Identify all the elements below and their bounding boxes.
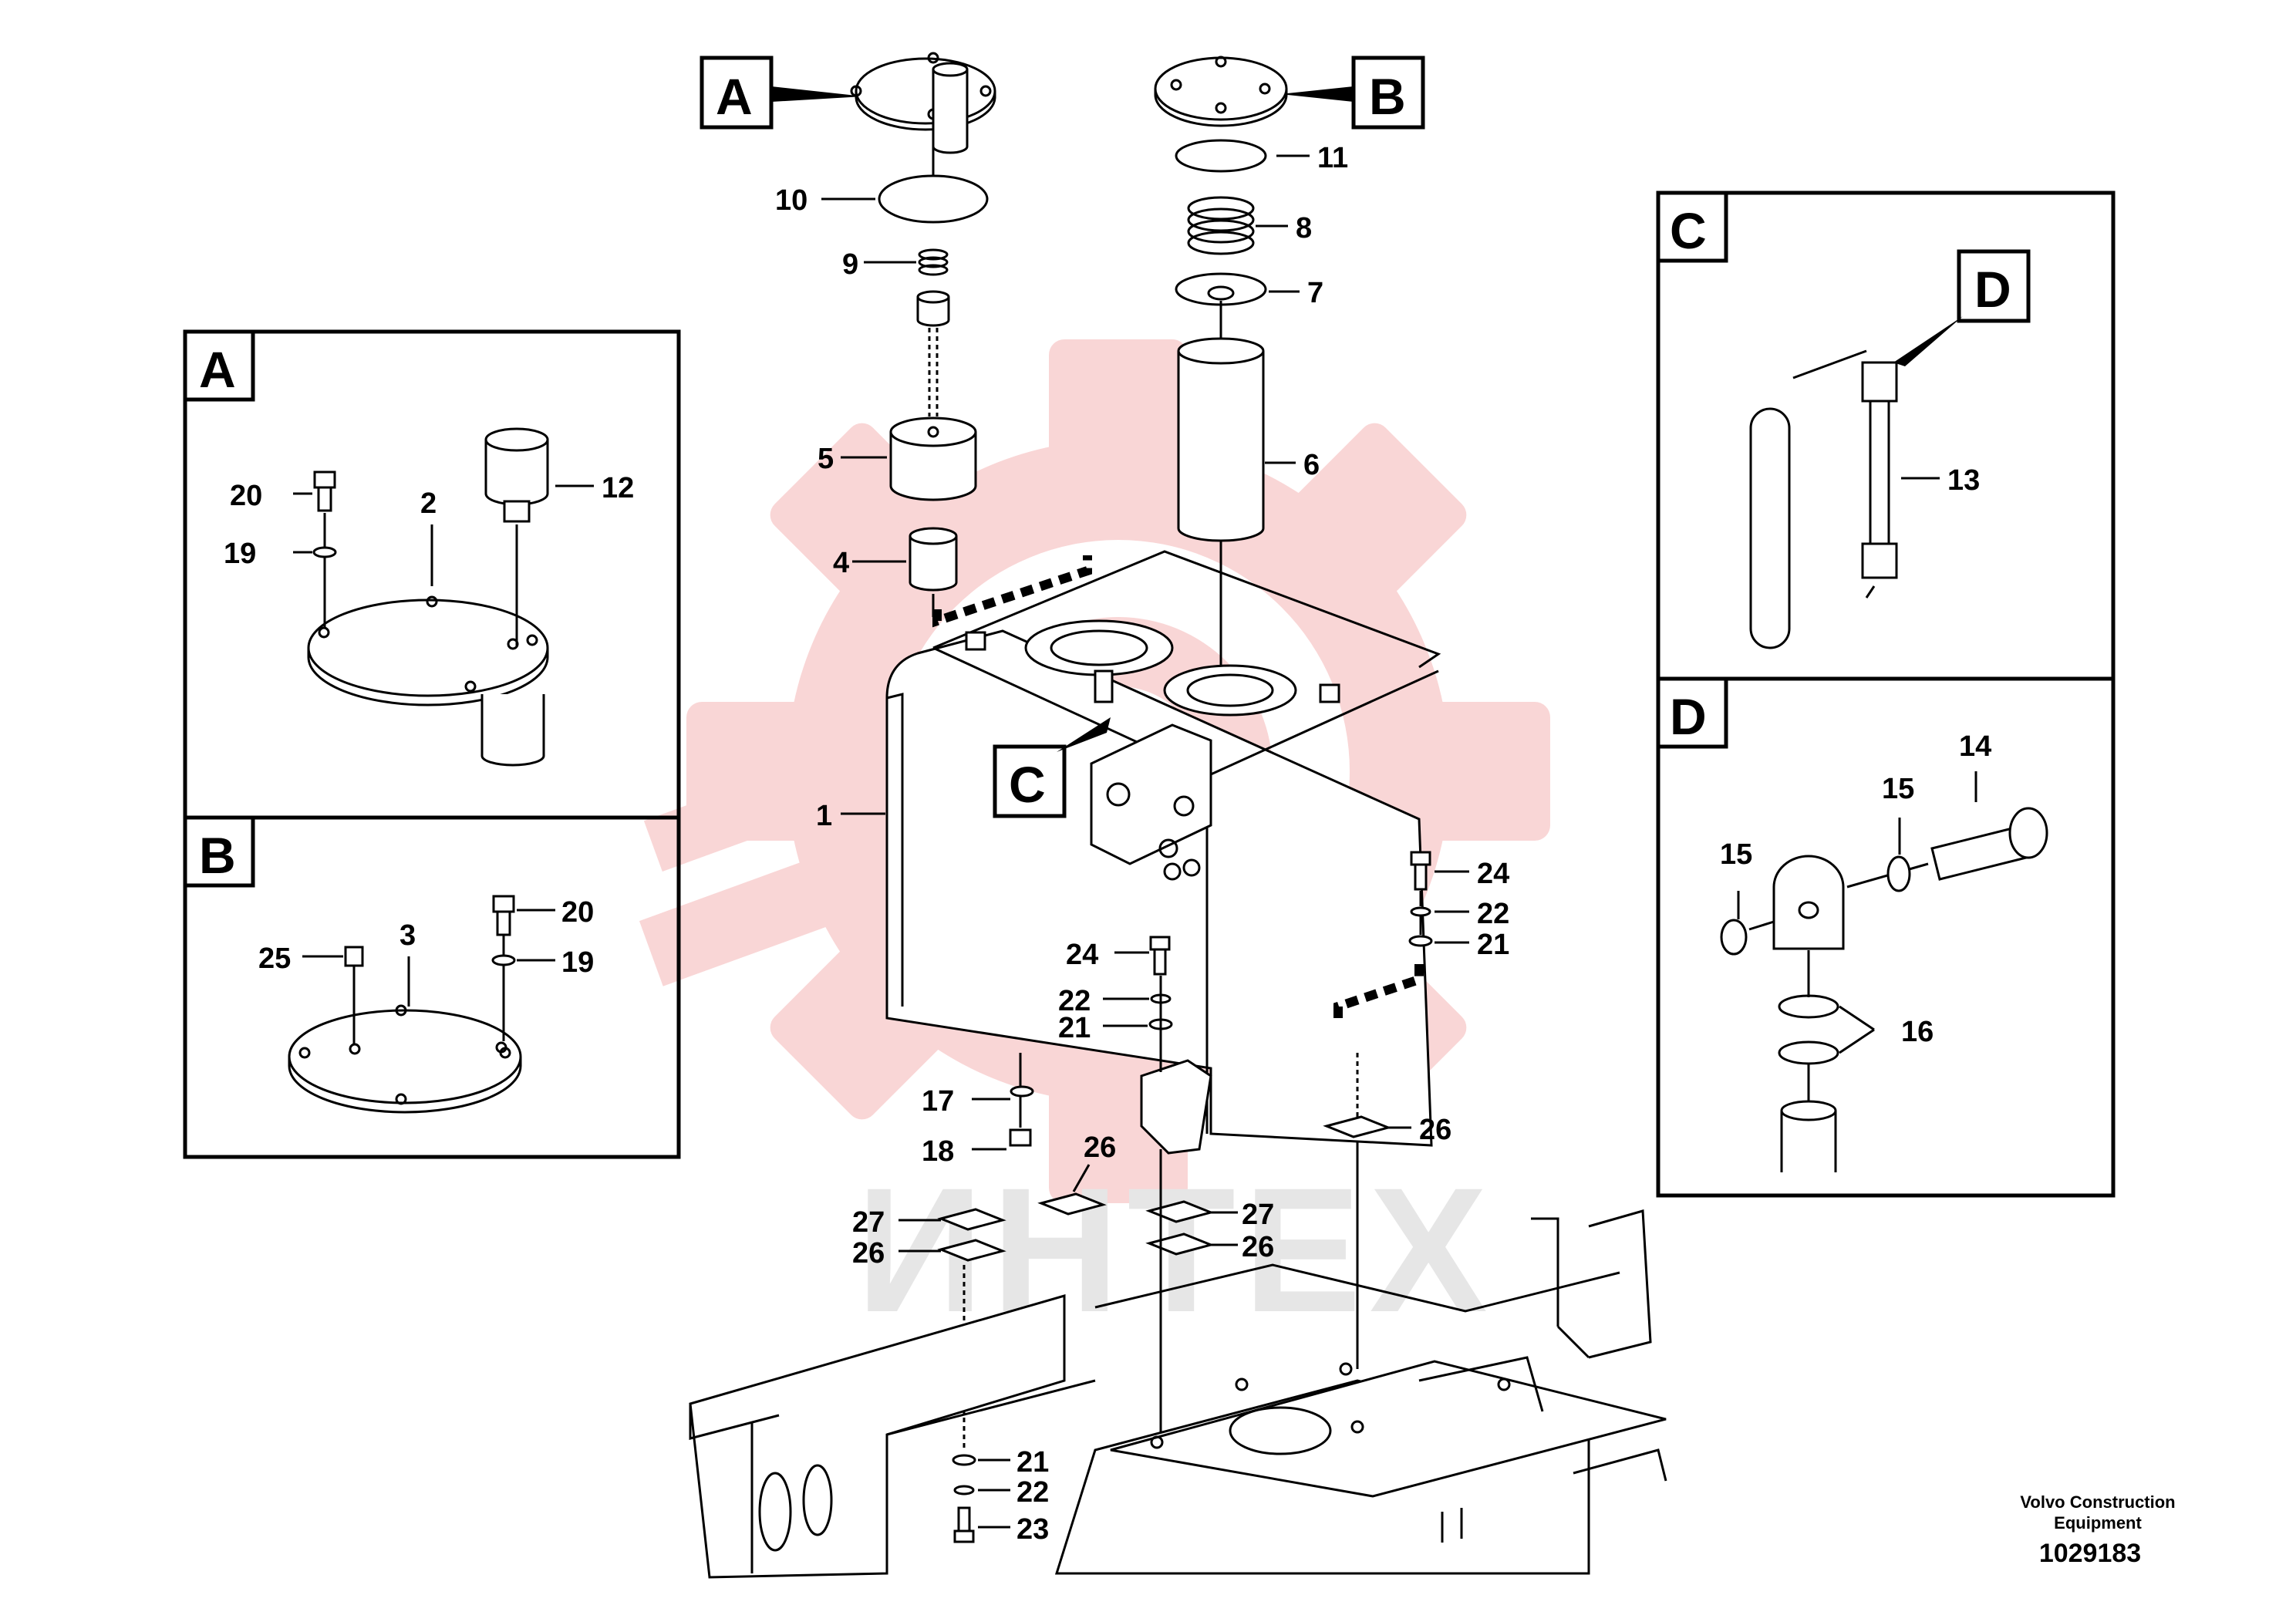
callout-27-left: 27: [852, 1206, 885, 1239]
callout-24-right: 24: [1477, 858, 1509, 890]
callout-5: 5: [818, 443, 834, 475]
callout-18: 18: [922, 1135, 954, 1168]
callout-6: 6: [1303, 449, 1320, 481]
view-arrow-b-label: B: [1369, 68, 1406, 125]
callout-11: 11: [1317, 142, 1348, 174]
callout-26-left: 26: [852, 1237, 885, 1270]
callout-12: 12: [602, 472, 634, 504]
detail-box-b-label: B: [199, 827, 236, 884]
right-filter-stack: 11 8 7 6: [1154, 56, 1348, 675]
company-name-line1: Volvo Construction: [2020, 1492, 2175, 1512]
callout-14: 14: [1959, 730, 1991, 763]
callout-21-center: 21: [1058, 1012, 1091, 1044]
callout-7: 7: [1307, 277, 1323, 309]
detail-box-c-label: C: [1670, 202, 1707, 259]
callout-26-center: 26: [1242, 1231, 1274, 1263]
callout-2: 2: [420, 487, 437, 520]
callout-26-mid: 26: [1084, 1131, 1116, 1164]
view-arrow-a-label: A: [716, 68, 753, 125]
callout-26-right: 26: [1419, 1114, 1451, 1146]
company-name-line2: Equipment: [2054, 1513, 2142, 1533]
callout-3: 3: [400, 919, 416, 952]
callout-15-d-right: 15: [1882, 773, 1914, 805]
callout-4: 4: [833, 547, 849, 579]
drawing-number: 1029183: [2039, 1539, 2141, 1568]
callout-16: 16: [1901, 1016, 1934, 1048]
left-filter-stack: 10 9 5 4: [775, 52, 996, 617]
detail-box-b: B 25 3 20 19: [183, 815, 681, 1159]
callout-1: 1: [816, 800, 832, 832]
detail-box-d-ref-label: D: [1974, 261, 2011, 318]
callout-9: 9: [842, 248, 858, 281]
detail-box-a-label: A: [199, 341, 236, 398]
callout-24-center: 24: [1066, 939, 1098, 971]
view-arrow-a: A: [700, 56, 864, 130]
callout-27-center: 27: [1242, 1199, 1274, 1231]
machine-frame: [689, 1209, 1667, 1579]
callout-19-a: 19: [224, 538, 256, 570]
callout-22-center: 22: [1058, 985, 1091, 1017]
callout-20-b: 20: [561, 896, 594, 929]
view-arrow-b: B: [1280, 56, 1425, 130]
callout-10: 10: [775, 184, 807, 217]
detail-box-d: D 15 15 14 16: [1656, 676, 2116, 1198]
hydraulic-tank: 1 17 18 C: [816, 550, 1441, 1396]
callout-25: 25: [258, 943, 291, 975]
callout-17: 17: [922, 1085, 954, 1118]
tank-fasteners: 24 22 21 24 22 21 26 27 26 26 27 26: [852, 851, 1509, 1546]
callout-20-a: 20: [230, 480, 262, 512]
detail-box-d-label: D: [1670, 688, 1707, 745]
callout-19-b: 19: [561, 946, 594, 979]
callout-15-d-left: 15: [1720, 838, 1752, 871]
callout-21-right: 21: [1477, 929, 1509, 961]
callout-23: 23: [1017, 1513, 1049, 1546]
callout-22-right: 22: [1477, 898, 1509, 930]
callout-22-bottom: 22: [1017, 1476, 1049, 1509]
callout-13: 13: [1947, 464, 1980, 497]
detail-box-c: C D 13: [1656, 191, 2116, 681]
callout-8: 8: [1296, 212, 1312, 244]
detail-box-a: A 20 19 2 12: [183, 329, 681, 820]
callout-21-bottom: 21: [1017, 1446, 1049, 1479]
view-arrow-c-label: C: [1009, 756, 1046, 813]
